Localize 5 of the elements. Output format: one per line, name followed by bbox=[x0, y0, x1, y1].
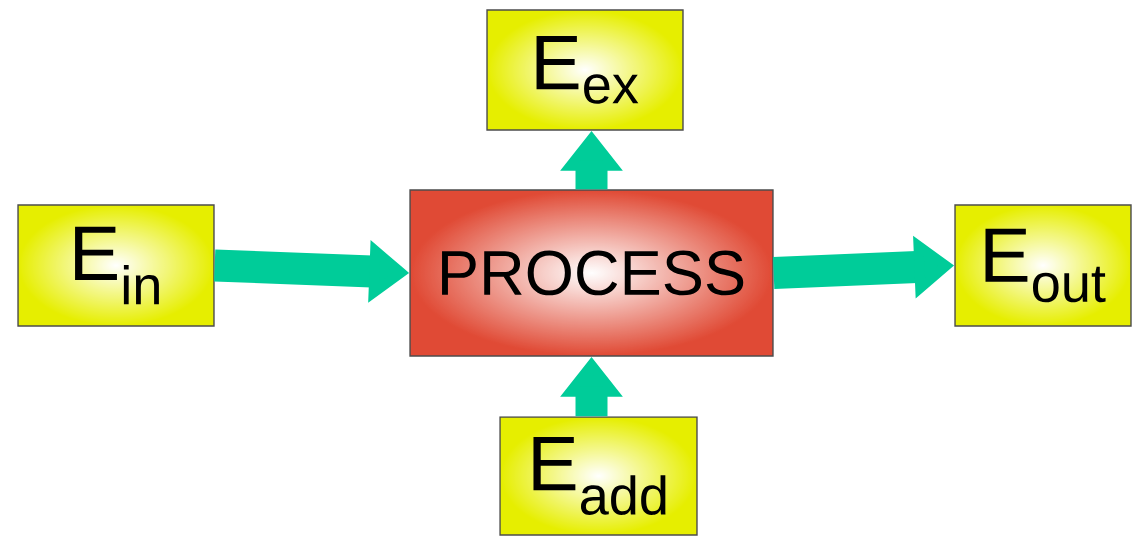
energy-box: E$_{out}$ bbox=[954, 204, 1132, 327]
energy-box: E$_{ex}$ bbox=[486, 9, 684, 131]
process-box: PROCESS bbox=[409, 189, 774, 357]
energy-box: E$_{in}$ bbox=[17, 204, 215, 327]
energy-box: E$_{add}$ bbox=[499, 416, 698, 536]
